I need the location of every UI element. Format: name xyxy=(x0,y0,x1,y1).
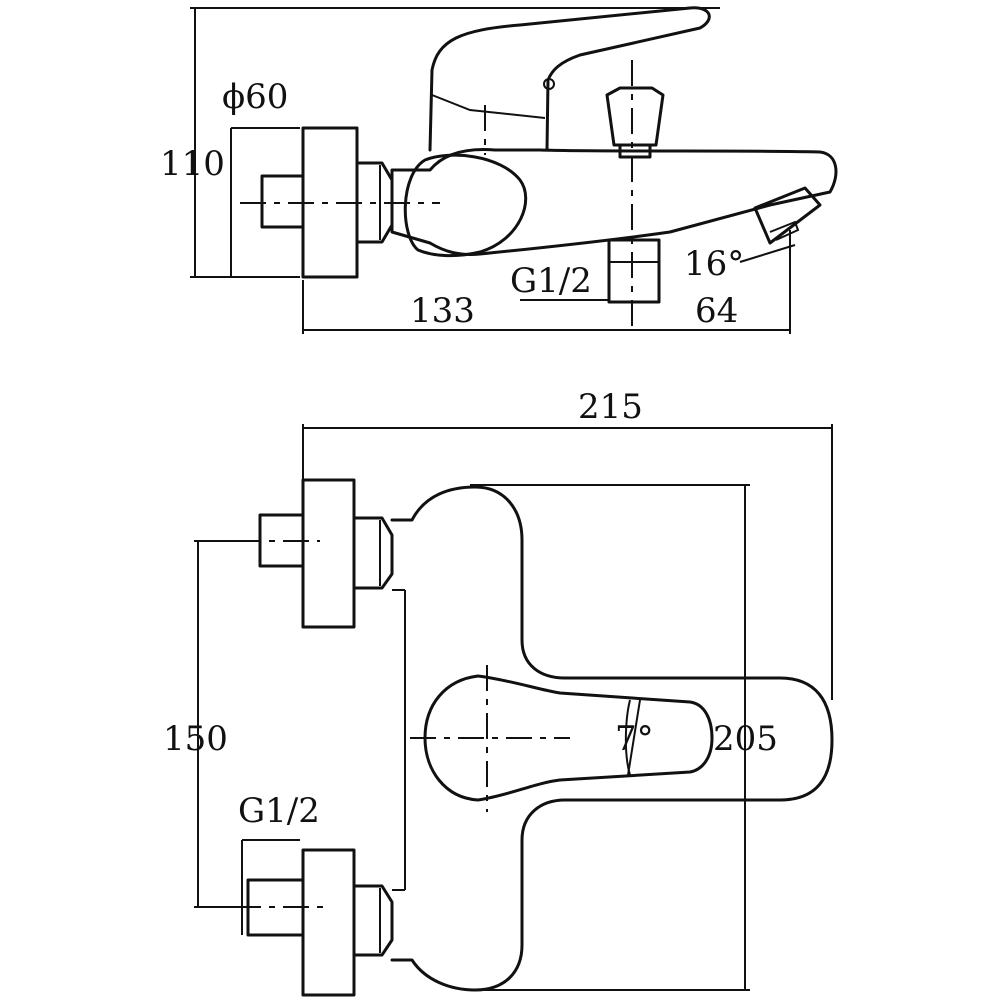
width-label: 215 xyxy=(578,387,643,427)
length-left-label: 133 xyxy=(410,291,475,331)
thread-label-plan: G1/2 xyxy=(238,791,320,831)
diameter-label: ϕ60 xyxy=(222,77,288,117)
lower-nut xyxy=(352,884,394,957)
angle-label-plan: 7° xyxy=(615,719,654,759)
diverter-knob xyxy=(605,86,665,147)
lever-handle xyxy=(428,6,711,152)
spout-outlet xyxy=(753,186,822,245)
depth-label: 205 xyxy=(713,719,778,759)
angle-label-top: 16° xyxy=(684,244,744,284)
mixer-body xyxy=(390,148,838,256)
center-distance-label: 150 xyxy=(163,719,228,759)
height-label: 110 xyxy=(160,144,225,184)
plan-view: 215 150 205 7° G1/2 xyxy=(163,387,834,997)
upper-nut xyxy=(352,516,394,590)
upper-flange xyxy=(301,478,356,629)
cartridge-boss xyxy=(403,153,528,258)
lower-flange xyxy=(301,848,356,997)
thread-label-top: G1/2 xyxy=(510,261,592,301)
inlet-stub xyxy=(260,174,305,229)
side-elevation-view: ϕ60 110 G1/2 16° 133 64 xyxy=(160,6,838,334)
plan-body xyxy=(390,485,834,992)
shower-connection xyxy=(607,238,661,304)
length-right-label: 64 xyxy=(695,291,738,331)
